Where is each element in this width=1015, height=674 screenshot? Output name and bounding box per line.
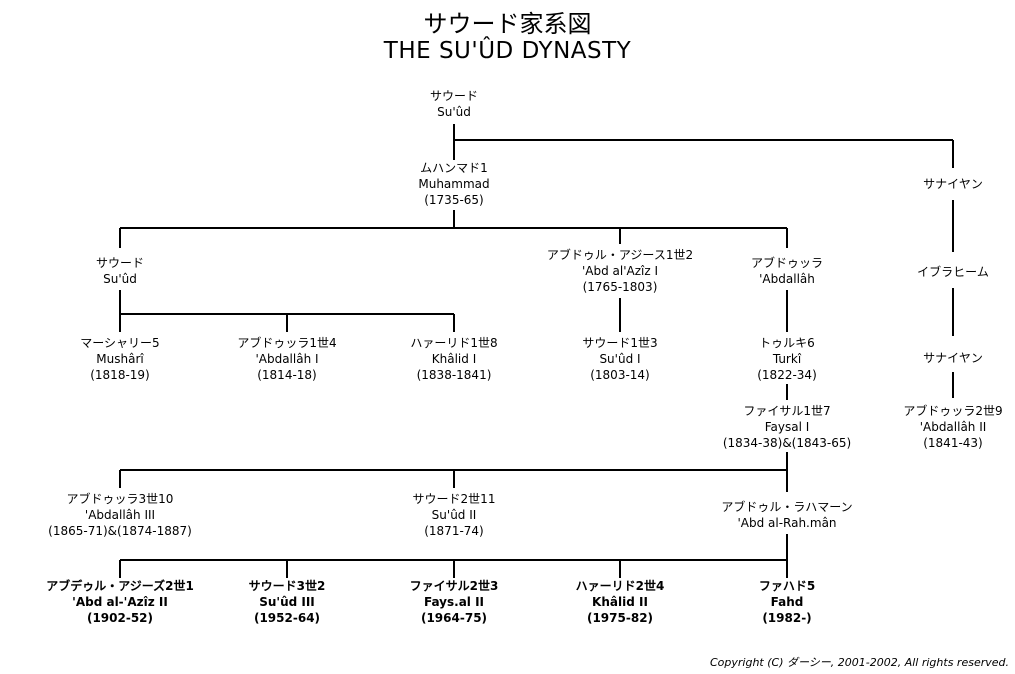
- person-name-en: Su'ûd III: [259, 595, 315, 609]
- person-name-ja: ファハド5: [758, 579, 816, 593]
- person-muhammad1: ムハンマド1 Muhammad (1735-65): [416, 160, 492, 208]
- person-fahd5: ファハド5 Fahd (1982-): [756, 578, 818, 626]
- person-name-ja: サウード: [95, 256, 145, 270]
- person-saud1-3: サウード1世3 Su'ûd I (1803-14): [580, 335, 660, 383]
- person-name-ja: ハァーリド2世4: [575, 579, 665, 593]
- person-name-en: Su'ûd I: [599, 352, 641, 366]
- person-name-en: Muhammad: [418, 177, 490, 191]
- person-years: (1814-18): [257, 368, 317, 382]
- person-name-en: 'Abdallâh I: [255, 352, 319, 366]
- person-thunayan2: サナイヤン: [921, 350, 985, 366]
- person-faisal1-7: ファイサル1世7 Faysal I (1834-38)&(1843-65): [720, 403, 854, 451]
- person-name-ja: ファイサル2世3: [409, 579, 499, 593]
- person-years: (1871-74): [424, 524, 484, 538]
- person-saud-son: サウード Su'ûd: [93, 255, 147, 287]
- person-name-en: Khâlid I: [431, 352, 477, 366]
- person-mushari5: マーシャリー5 Mushârî (1818-19): [78, 335, 162, 383]
- person-years: (1964-75): [420, 611, 488, 625]
- person-name-ja: アブドゥッラ1世4: [237, 336, 337, 350]
- person-name-en: Turkî: [772, 352, 802, 366]
- person-name-en: Fays.al II: [423, 595, 485, 609]
- person-faisal2-3: ファイサル2世3 Fays.al II (1964-75): [407, 578, 501, 626]
- person-years: (1735-65): [424, 193, 484, 207]
- person-name-en: Su'ûd: [103, 272, 137, 286]
- person-name-en: 'Abdallâh II: [919, 420, 987, 434]
- person-name-ja: ファイサル1世7: [743, 404, 831, 418]
- person-name-ja: アブドゥッラ3世10: [66, 492, 174, 506]
- person-thunayan: サナイヤン: [921, 176, 985, 192]
- person-name-ja: サナイヤン: [923, 177, 983, 191]
- person-name-en: 'Abd al-'Azîz II: [72, 595, 168, 609]
- person-name-en: 'Abd al-Rah.mân: [737, 516, 837, 530]
- person-abdulrahman: アブドゥル・ラハマーン 'Abd al-Rah.mân: [719, 499, 855, 531]
- person-name-en: Mushârî: [96, 352, 144, 366]
- person-name-ja: マーシャリー5: [80, 336, 160, 350]
- person-name-ja: ハァーリド1世8: [410, 336, 498, 350]
- person-name-en: Fahd: [770, 595, 804, 609]
- person-years: (1838-1841): [416, 368, 492, 382]
- person-khalid1-8: ハァーリド1世8 Khâlid I (1838-1841): [408, 335, 500, 383]
- person-saud3-2: サウード3世2 Su'ûd III (1952-64): [246, 578, 328, 626]
- person-name-ja: サウード3世2: [248, 579, 326, 593]
- person-turki6: トゥルキ6 Turkî (1822-34): [755, 335, 819, 383]
- person-years: (1803-14): [590, 368, 650, 382]
- person-name-en: 'Abd al'Azîz I: [581, 264, 659, 278]
- person-years: (1952-64): [253, 611, 321, 625]
- person-years: (1841-43): [923, 436, 983, 450]
- person-name-ja: ムハンマド1: [420, 161, 488, 175]
- person-ibrahim: イブラヒーム: [915, 264, 991, 280]
- title-japanese: サウード家系図: [423, 10, 592, 38]
- title-english: THE SU'ÛD DYNASTY: [383, 38, 632, 64]
- person-saud2-11: サウード2世11 Su'ûd II (1871-74): [410, 491, 498, 539]
- person-name-ja: アブドゥル・ラハマーン: [721, 500, 853, 514]
- person-name-ja: サナイヤン: [923, 351, 983, 365]
- person-years: (1822-34): [757, 368, 817, 382]
- person-name-en: Khâlid II: [592, 595, 648, 609]
- person-years: (1865-71)&(1874-1887): [48, 524, 192, 538]
- copyright-notice: Copyright (C) ダーシー, 2001-2002, All right…: [709, 656, 1009, 669]
- person-name-en: Su'ûd: [437, 105, 471, 119]
- person-name-ja: サウード: [429, 89, 479, 103]
- person-abdullah-son: アブドゥッラ 'Abdallâh: [748, 255, 826, 287]
- person-years: (1902-52): [86, 611, 154, 625]
- person-saud-root: サウード Su'ûd: [427, 88, 481, 120]
- person-name-ja: アブドゥッラ: [750, 256, 824, 270]
- person-name-ja: アブドゥル・アジース1世2: [546, 248, 694, 262]
- person-name-ja: サウード1世3: [582, 336, 658, 350]
- person-name-ja: イブラヒーム: [917, 265, 989, 279]
- person-abdulaziz1: アブドゥル・アジース1世2 'Abd al'Azîz I (1765-1803): [544, 247, 696, 295]
- person-khalid2-4: ハァーリド2世4 Khâlid II (1975-82): [573, 578, 667, 626]
- person-abdullah1-4: アブドゥッラ1世4 'Abdallâh I (1814-18): [235, 335, 339, 383]
- person-name-en: 'Abdallâh III: [84, 508, 156, 522]
- person-name-en: Su'ûd II: [431, 508, 477, 522]
- person-years: (1765-1803): [582, 280, 658, 294]
- person-name-ja: トゥルキ6: [759, 336, 815, 350]
- person-name-ja: アブドゥッラ2世9: [903, 404, 1003, 418]
- person-years: (1818-19): [90, 368, 150, 382]
- person-abdullah2-9: アブドゥッラ2世9 'Abdallâh II (1841-43): [901, 403, 1005, 451]
- person-abdullah3-10: アブドゥッラ3世10 'Abdallâh III (1865-71)&(1874…: [46, 491, 194, 539]
- person-years: (1982-): [762, 611, 812, 625]
- person-name-en: Faysal I: [764, 420, 810, 434]
- person-name-ja: アブデゥル・アジーズ2世1: [46, 579, 194, 593]
- person-name-ja: サウード2世11: [412, 492, 496, 506]
- person-years: (1834-38)&(1843-65): [722, 436, 852, 450]
- person-years: (1975-82): [586, 611, 654, 625]
- person-name-en: 'Abdallâh: [759, 272, 815, 286]
- person-abdulaziz2-1: アブデゥル・アジーズ2世1 'Abd al-'Azîz II (1902-52): [44, 578, 196, 626]
